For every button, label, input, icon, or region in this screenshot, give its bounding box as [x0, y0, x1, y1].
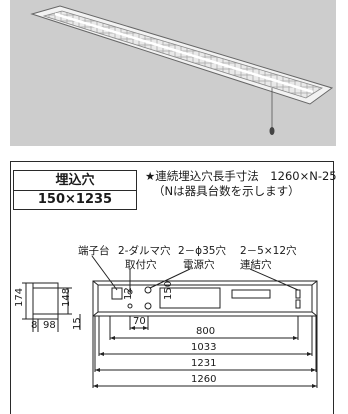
dim-148: 148 [61, 287, 72, 307]
embed-hole-box: 埋込穴 150×1235 [13, 170, 137, 210]
luminaire-illustration [10, 0, 336, 146]
dim-800: 800 [196, 326, 216, 337]
dim-150: 150 [163, 280, 174, 300]
dim-98: 98 [43, 320, 56, 331]
spec-panel [10, 161, 334, 414]
power-hole-label: 電源穴 [183, 259, 215, 271]
embed-hole-value: 150×1235 [37, 192, 113, 207]
link-hole-label: 連結穴 [240, 259, 272, 271]
mount-hole-label: 取付穴 [125, 259, 157, 271]
dim-8: 8 [31, 320, 38, 331]
slot-hole-label: 2－5×12穴 [240, 245, 297, 257]
product-photo [10, 0, 336, 146]
phi35-hole [144, 286, 152, 294]
embed-hole-title: 埋込穴 [14, 171, 136, 191]
dim-1231: 1231 [191, 358, 217, 369]
dim-174: 174 [14, 287, 25, 307]
n-explain-note: （Nは器具台数を示します） [153, 184, 300, 198]
daruma-hole-label: 2-ダルマ穴 [118, 245, 171, 257]
dim-1033: 1033 [191, 342, 217, 353]
dim-1260: 1260 [191, 374, 217, 385]
terminal-label: 端子台 [78, 245, 110, 257]
dim-15: 15 [72, 317, 83, 330]
dim-12: 12 [123, 287, 134, 300]
phi35-label: 2－ϕ35穴 [178, 245, 226, 257]
side-section [32, 282, 59, 320]
dim-70: 70 [133, 316, 146, 327]
body-outline [92, 280, 318, 317]
continuous-hole-note: ★連続埋込穴長手寸法 1260×N-25 [145, 169, 337, 183]
terminal-block [111, 287, 123, 300]
slot-hole [295, 289, 301, 299]
